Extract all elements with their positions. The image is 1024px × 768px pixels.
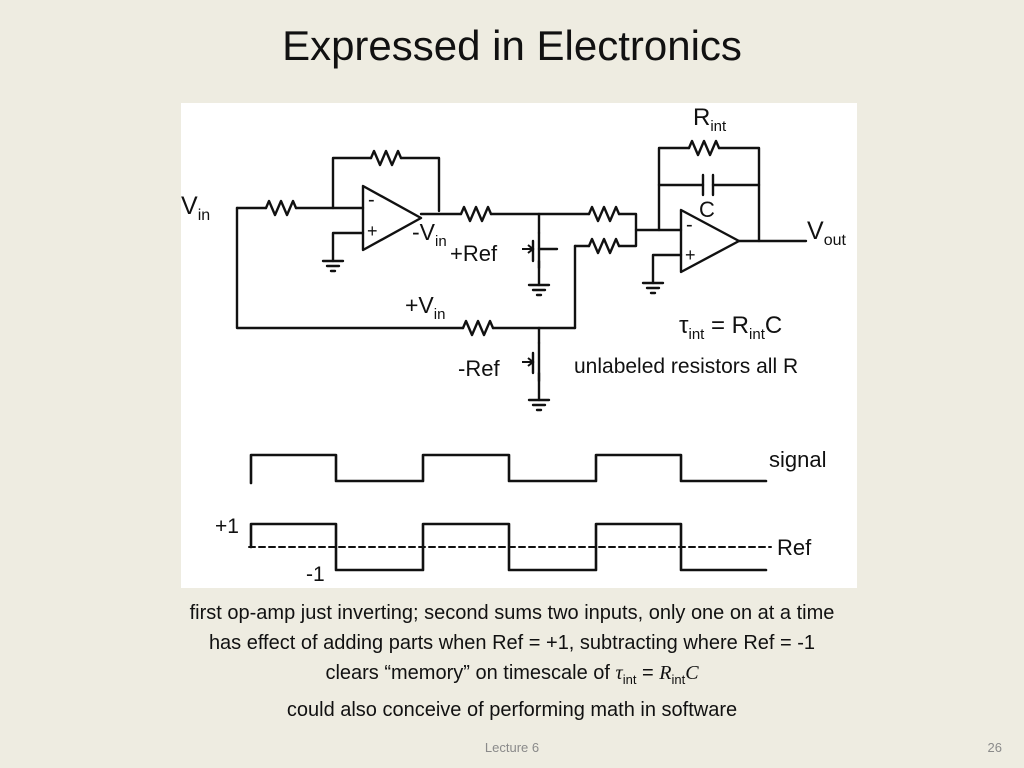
label-pos-vin: +Vin bbox=[405, 292, 445, 323]
label-opamp2-plus: + bbox=[685, 245, 696, 265]
capacitor bbox=[701, 173, 715, 197]
label-cap: C bbox=[699, 197, 715, 222]
label-opamp2-minus: - bbox=[686, 214, 693, 236]
slide-body: first op-amp just inverting; second sums… bbox=[0, 598, 1024, 725]
wire-int-right bbox=[717, 146, 761, 243]
opamp2 bbox=[679, 208, 741, 274]
resistor-sum-top bbox=[587, 205, 621, 223]
body-line-1: first op-amp just inverting; second sums… bbox=[189, 602, 835, 624]
resistor-sum-bottom bbox=[587, 237, 621, 255]
wire-opamp1-ground bbox=[331, 231, 365, 263]
label-vin: Vin bbox=[181, 192, 210, 224]
label-rint: Rint bbox=[693, 104, 727, 135]
ground-switch2 bbox=[527, 398, 551, 412]
label-neg-vin: -Vin bbox=[412, 219, 447, 250]
resistor-feedback1 bbox=[369, 149, 403, 167]
label-minus-ref: -Ref bbox=[458, 356, 500, 381]
label-note: unlabeled resistors all R bbox=[574, 355, 798, 378]
wire-int-left bbox=[657, 146, 691, 232]
arrow-plus-ref bbox=[522, 244, 535, 254]
wire-to-switch1 bbox=[489, 212, 541, 235]
resistor-rint bbox=[687, 139, 721, 157]
opamp1 bbox=[361, 184, 423, 252]
page-number: 26 bbox=[987, 740, 1002, 755]
ground1 bbox=[321, 259, 345, 273]
wire-sum-node bbox=[617, 212, 638, 248]
circuit-figure: Vin - + -Vin +Ref Rint C - + Vout +Vin -… bbox=[181, 103, 857, 588]
label-plus-one: +1 bbox=[215, 515, 239, 538]
body-line-3: clears “memory” on timescale of τint = R… bbox=[325, 662, 699, 687]
label-ref: Ref bbox=[777, 535, 812, 560]
circuit-diagram: Vin - + -Vin +Ref Rint C - + Vout +Vin -… bbox=[181, 104, 846, 586]
wire-opamp2-ground bbox=[651, 253, 683, 285]
resistor-after-opamp1 bbox=[459, 205, 493, 223]
footer-lecture: Lecture 6 bbox=[484, 740, 540, 755]
label-opamp1-plus: + bbox=[367, 221, 378, 241]
label-tau-equation: τint = RintC bbox=[679, 312, 782, 343]
waveform-signal bbox=[249, 453, 768, 485]
ground2 bbox=[641, 281, 665, 295]
label-plus-ref: +Ref bbox=[450, 241, 498, 266]
wire-feedback1-right bbox=[399, 156, 441, 213]
resistor-input bbox=[264, 199, 298, 217]
body-line-4: could also conceive of performing math i… bbox=[286, 699, 738, 721]
label-signal: signal bbox=[769, 447, 826, 472]
label-opamp1-minus: - bbox=[368, 189, 375, 211]
ground-switch1 bbox=[527, 283, 551, 297]
arrow-minus-ref bbox=[522, 357, 535, 367]
label-minus-one: -1 bbox=[306, 563, 325, 586]
resistor-lower bbox=[461, 319, 495, 337]
waveform-ref bbox=[249, 522, 768, 572]
slide-title: Expressed in Electronics bbox=[282, 22, 742, 69]
wire-lower-branch bbox=[235, 206, 465, 330]
label-vout: Vout bbox=[807, 217, 846, 249]
body-line-2: has effect of adding parts when Ref = +1… bbox=[208, 632, 816, 654]
wire-feedback1 bbox=[331, 156, 373, 210]
